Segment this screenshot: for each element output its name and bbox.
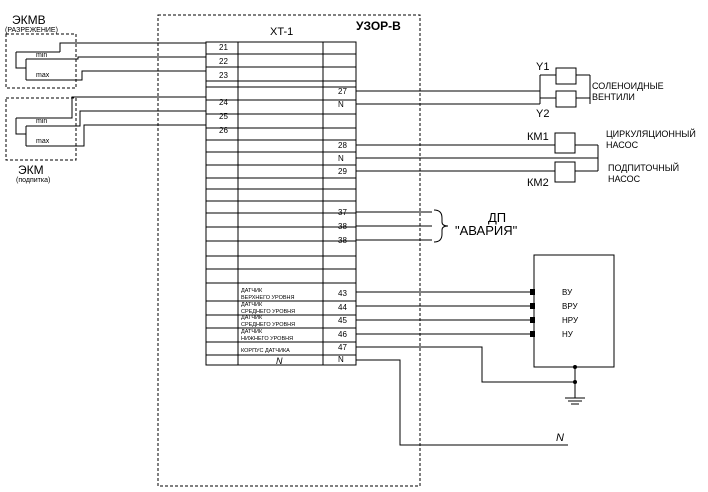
level-sensor-lines	[356, 289, 585, 405]
terminal-n2: N	[338, 154, 344, 163]
valve-y2-label: Y2	[536, 108, 549, 120]
ekmv-max-label: max	[36, 72, 50, 79]
terminal-28: 28	[338, 141, 347, 150]
ekmv-contacts	[15, 42, 206, 81]
alarm-label-1: ДП	[488, 210, 506, 225]
terminal-n3: N	[338, 355, 344, 364]
terminal-47: 47	[338, 343, 347, 352]
valve-y2-coil	[555, 90, 577, 108]
pump-km1-coil	[554, 132, 576, 154]
terminal-n1: N	[338, 100, 344, 109]
ekmv-title: ЭКМВ	[12, 13, 46, 27]
ekm-contacts	[15, 96, 206, 147]
terminal-45: 45	[338, 316, 347, 325]
terminal-44: 44	[338, 303, 347, 312]
terminal-26: 26	[219, 126, 228, 135]
valve-y1-coil	[555, 67, 577, 85]
alarm-lines	[356, 209, 449, 243]
terminal-25: 25	[219, 112, 228, 121]
pumps	[356, 132, 599, 183]
device-outline	[157, 14, 421, 487]
level-sensor-tank	[533, 254, 615, 368]
valves-label-1: СОЛЕНОИДНЫЕ	[592, 81, 664, 91]
sensor-labels: ДАТЧИК ВЕРХНЕГО УРОВНЯ ДАТЧИК СРЕДНЕГО У…	[241, 288, 295, 354]
device-title: УЗОР-В	[356, 19, 401, 33]
level-vu-label: ВУ	[562, 288, 573, 297]
pump-km2-label: КМ2	[527, 177, 549, 189]
pump-km2-coil	[554, 161, 576, 183]
ekm-subtitle: (подпитка)	[16, 177, 50, 184]
ekm-box	[5, 97, 77, 161]
terminal-38a: 38	[338, 222, 347, 231]
terminal-29: 29	[338, 167, 347, 176]
ekm-min-label: min	[36, 118, 47, 125]
alarm-label-2: "АВАРИЯ"	[455, 223, 518, 238]
sensor-45-label-b: СРЕДНЕГО УРОВНЯ	[241, 322, 295, 328]
terminal-43: 43	[338, 289, 347, 298]
sensor-44-label-a: ДАТЧИК	[241, 302, 263, 308]
sensor-46-label-b: НИЖНЕГО УРОВНЯ	[241, 336, 293, 342]
valve-y1-label: Y1	[536, 61, 549, 73]
terminal-37: 37	[338, 208, 347, 217]
junction-dot-2	[573, 380, 577, 384]
neutral-line	[356, 359, 568, 446]
sensor-46-label-a: ДАТЧИК	[241, 329, 263, 335]
ekmv-box	[5, 33, 77, 89]
left-terminal-numbers: 21 22 23 24 25 26	[219, 43, 228, 135]
terminal-block-label: XT-1	[270, 26, 293, 38]
junction-dot-1	[573, 365, 577, 369]
terminal-23: 23	[219, 71, 228, 80]
feed-pump-label-1: ПОДПИТОЧНЫЙ	[608, 162, 679, 173]
sensor-43-label-b: ВЕРХНЕГО УРОВНЯ	[241, 295, 295, 301]
solenoid-valves	[356, 67, 591, 108]
circ-pump-label-1: ЦИРКУЛЯЦИОННЫЙ	[606, 128, 696, 139]
circ-pump-label-2: НАСОС	[606, 140, 639, 150]
sensor-47-label: КОРПУС ДАТЧИКА	[241, 348, 290, 354]
terminal-24: 24	[219, 98, 228, 107]
sensor-44-label-b: СРЕДНЕГО УРОВНЯ	[241, 309, 295, 315]
feed-pump-label-2: НАСОС	[608, 174, 641, 184]
terminal-21: 21	[219, 43, 228, 52]
neutral-label: N	[556, 432, 564, 444]
alarm-brace	[433, 209, 449, 243]
ekm-title: ЭКМ	[18, 163, 44, 177]
terminal-block	[205, 41, 357, 366]
right-terminal-numbers: 27 N 28 N 29 37 38 38 43 44 45 46 47 N	[338, 87, 347, 364]
ekm-max-label: max	[36, 138, 50, 145]
sensor-45-label-a: ДАТЧИК	[241, 315, 263, 321]
level-nru-label: НРУ	[562, 316, 579, 325]
ekmv-subtitle: (РАЗРЕЖЕНИЕ)	[5, 27, 58, 34]
terminal-22: 22	[219, 57, 228, 66]
terminal-27: 27	[338, 87, 347, 96]
level-vru-label: ВРУ	[562, 302, 578, 311]
valves-label-2: ВЕНТИЛИ	[592, 92, 635, 102]
level-nu-label: НУ	[562, 330, 574, 339]
ekmv-min-label: min	[36, 52, 47, 59]
terminal-46: 46	[338, 330, 347, 339]
terminal-38b: 38	[338, 236, 347, 245]
sensor-43-label-a: ДАТЧИК	[241, 288, 263, 294]
probe-vu	[530, 289, 535, 295]
probe-vru	[530, 303, 535, 309]
probe-nu	[530, 331, 535, 337]
pump-km1-label: КМ1	[527, 131, 549, 143]
bottom-n-label: N	[276, 356, 283, 366]
probe-nru	[530, 317, 535, 323]
